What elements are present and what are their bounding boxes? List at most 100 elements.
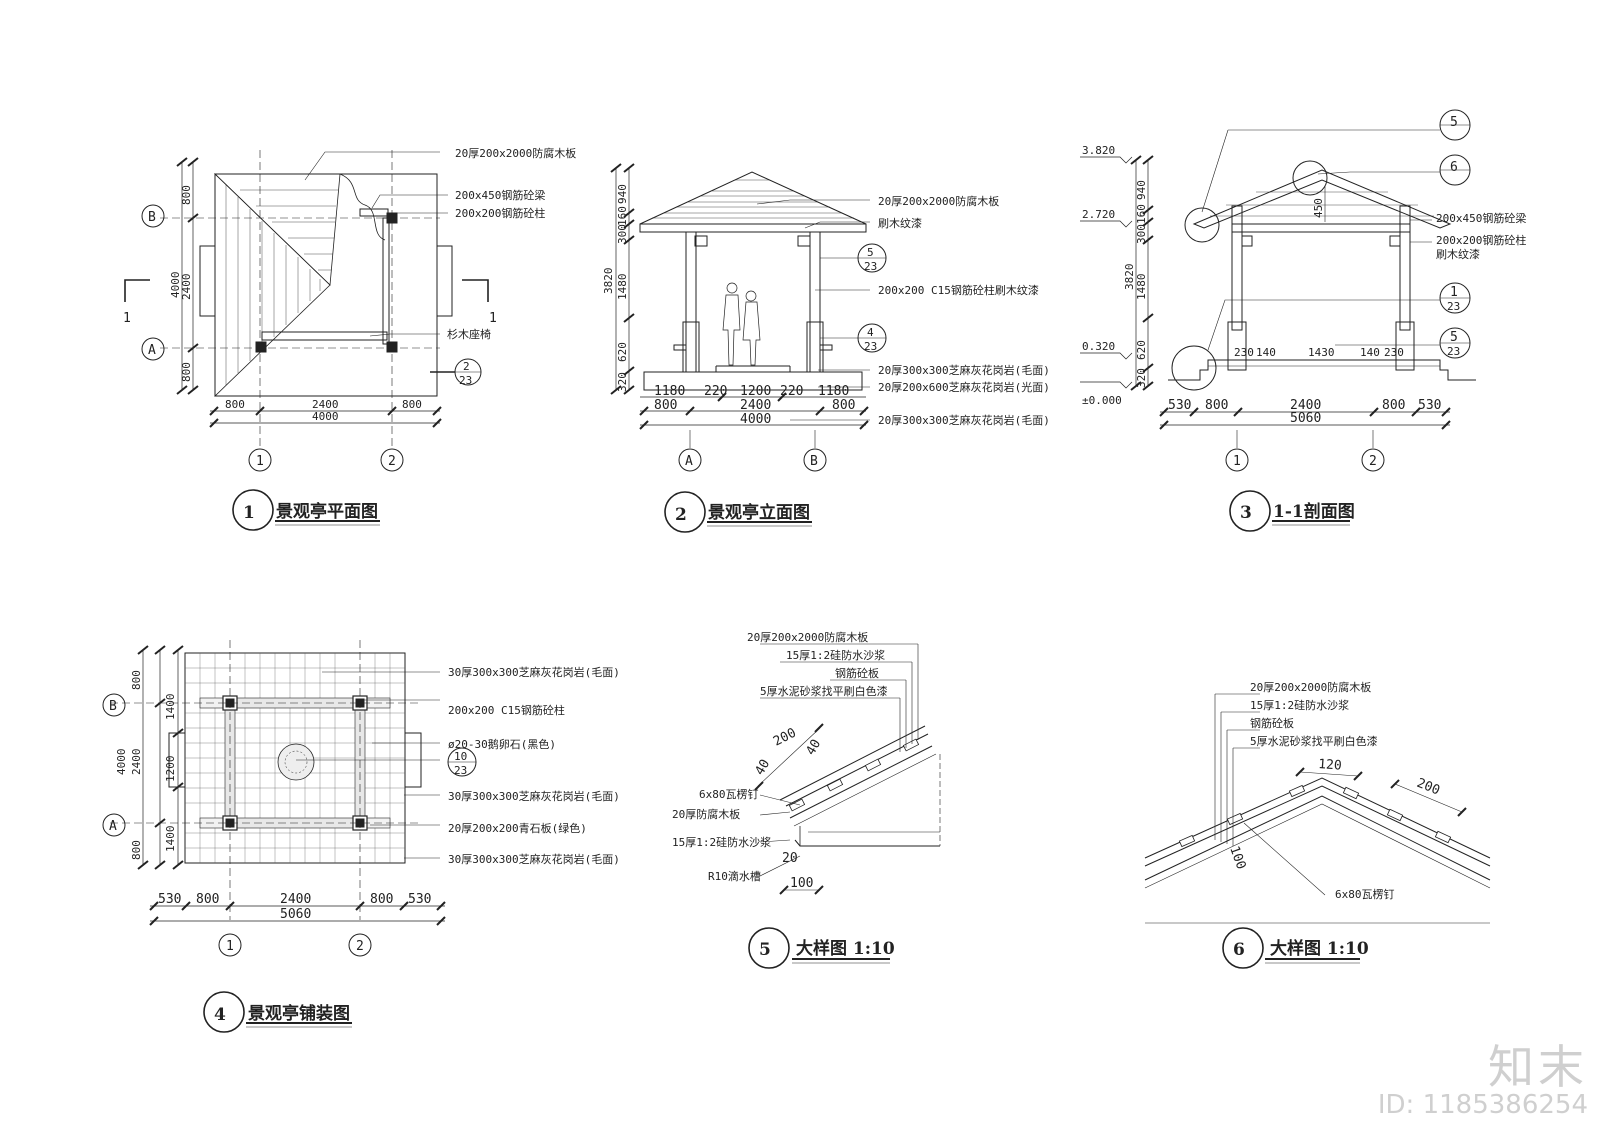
paving-view bbox=[102, 640, 477, 1033]
elev-dim-v3: 1480 bbox=[616, 274, 629, 301]
section-dim-h3: 800 bbox=[1382, 398, 1405, 413]
paving-axis-b: B bbox=[109, 699, 117, 714]
elevation-texts: 20厚200x2000防腐木板 刷木纹漆 200x200 C15钢筋砼柱刷木纹漆… bbox=[602, 184, 1050, 525]
detail6-label-2: 钢筋砼板 bbox=[1250, 716, 1294, 730]
section-dim-ht: 5060 bbox=[1290, 411, 1321, 426]
section-dim-h0: 530 bbox=[1168, 398, 1191, 413]
section-level-2: 0.320 bbox=[1082, 340, 1115, 353]
section-ref-2-sheet: 23 bbox=[1447, 300, 1460, 313]
detail5-dim-0: 200 bbox=[771, 726, 799, 750]
detail5-dim-1: 40 bbox=[752, 757, 773, 778]
elev-dim-v2: 300 bbox=[616, 224, 629, 244]
section-dim-v5: 320 bbox=[1135, 368, 1148, 388]
section-level-0: 3.820 bbox=[1082, 144, 1115, 157]
section-axis-1: 1 bbox=[1233, 454, 1241, 469]
detail6-label-0: 20厚200x2000防腐木板 bbox=[1250, 680, 1371, 694]
paving-dim-vi0: 1400 bbox=[164, 694, 177, 721]
elev-label-roof: 20厚200x2000防腐木板 bbox=[878, 194, 999, 208]
plan-texts: 20厚200x2000防腐木板 200x450钢筋砼梁 200x200钢筋砼柱 … bbox=[123, 146, 576, 523]
section-dim-450: 450 bbox=[1312, 198, 1325, 218]
plan-label-roof: 20厚200x2000防腐木板 bbox=[455, 146, 576, 160]
paving-dim-vt: 4000 bbox=[115, 749, 128, 776]
elevation-view bbox=[610, 163, 887, 533]
elev-label-paving1: 20厚300x300芝麻灰花岗岩(毛面) bbox=[878, 363, 1050, 377]
paving-dim-h4: 530 bbox=[408, 892, 431, 907]
paving-ref-num: 10 bbox=[454, 750, 467, 763]
elev-label-paving2: 20厚200x600芝麻灰花岗岩(光面) bbox=[878, 380, 1050, 394]
plan-cut-left: 1 bbox=[123, 311, 131, 326]
plan-ref-num: 2 bbox=[463, 360, 470, 373]
plan-title: 景观亭平面图 bbox=[276, 501, 378, 522]
section-dim-inner-4: 230 bbox=[1384, 346, 1404, 359]
plan-dim-h2: 2400 bbox=[312, 398, 339, 411]
section-ref-3-sheet: 23 bbox=[1447, 345, 1460, 358]
paving-label-0: 30厚300x300芝麻灰花岗岩(毛面) bbox=[448, 665, 620, 679]
detail6-dim-0: 120 bbox=[1318, 757, 1342, 774]
detail5-texts: 20厚200x2000防腐木板 15厚1:2硅防水沙浆 钢筋砼板 5厚水泥砂浆找… bbox=[672, 630, 895, 960]
elev-title: 景观亭立面图 bbox=[708, 502, 810, 523]
elev-axis-b: B bbox=[810, 454, 818, 469]
paving-label-3: 30厚300x300芝麻灰花岗岩(毛面) bbox=[448, 789, 620, 803]
plan-cut-right: 1 bbox=[489, 311, 497, 326]
detail5-left-1: 20厚防腐木板 bbox=[672, 807, 740, 821]
section-dim-inner-1: 140 bbox=[1256, 346, 1276, 359]
elev-dim-v0: 940 bbox=[616, 184, 629, 204]
plan-dim-v2: 2400 bbox=[180, 274, 193, 301]
section-label-column: 200x200钢筋砼柱 bbox=[1436, 233, 1526, 247]
detail5-dim-3: 20 bbox=[782, 851, 798, 866]
detail6-label-1: 15厚1:2硅防水沙浆 bbox=[1250, 698, 1349, 712]
elev-dim-v5: 320 bbox=[616, 372, 629, 392]
watermark: 知末 ID: 1185386254 bbox=[1378, 1044, 1588, 1121]
paving-dim-vo0: 800 bbox=[130, 670, 143, 690]
paving-label-2: ø20-30鹅卵石(黑色) bbox=[448, 737, 556, 751]
plan-dim-v1: 800 bbox=[180, 185, 193, 205]
plan-dim-ht: 4000 bbox=[312, 410, 339, 423]
section-level-1: 2.720 bbox=[1082, 208, 1115, 221]
elev-dim-h1-2: 1200 bbox=[740, 384, 771, 399]
elev-dim-h2-2: 800 bbox=[832, 398, 855, 413]
plan-dim-h3: 800 bbox=[402, 398, 422, 411]
detail5-view bbox=[748, 643, 941, 969]
section-level-3: ±0.000 bbox=[1082, 394, 1122, 407]
plan-axis-b: B bbox=[148, 210, 156, 225]
section-view bbox=[1080, 109, 1476, 532]
detail6-view bbox=[1144, 693, 1491, 969]
plan-label-column: 200x200钢筋砼柱 bbox=[455, 206, 545, 220]
elev-dim-ht: 4000 bbox=[740, 412, 771, 427]
paving-dim-h1: 800 bbox=[196, 892, 219, 907]
section-texts: 200x450钢筋砼梁 200x200钢筋砼柱 刷木纹漆 3.820 2.720… bbox=[1082, 115, 1526, 523]
elev-label-paint: 刷木纹漆 bbox=[878, 216, 922, 230]
detail6-nail-label: 6x80瓦楞钉 bbox=[1335, 887, 1395, 901]
detail6-label-3: 5厚水泥砂浆找平刷白色漆 bbox=[1250, 734, 1378, 748]
section-dim-v1: 160 bbox=[1135, 204, 1148, 224]
paving-title: 景观亭铺装图 bbox=[248, 1003, 350, 1024]
section-dim-h4: 530 bbox=[1418, 398, 1441, 413]
section-ref-1: 6 bbox=[1450, 160, 1458, 175]
detail5-title-num: 5 bbox=[759, 940, 771, 960]
section-label-beam: 200x450钢筋砼梁 bbox=[1436, 211, 1526, 225]
section-ref-2: 1 bbox=[1450, 285, 1458, 300]
detail5-left-0: 6x80瓦楞钉 bbox=[699, 787, 759, 801]
paving-axis-2: 2 bbox=[356, 939, 364, 954]
section-dim-v2: 300 bbox=[1135, 224, 1148, 244]
plan-view bbox=[124, 150, 489, 531]
plan-axis-1: 1 bbox=[256, 454, 264, 469]
elev-ref5-num: 5 bbox=[867, 246, 874, 259]
elev-dim-h1-4: 1180 bbox=[818, 384, 849, 399]
section-title-num: 3 bbox=[1240, 503, 1252, 523]
detail6-title: 大样图 1:10 bbox=[1270, 938, 1369, 959]
detail5-left-2: 15厚1:2硅防水沙浆 bbox=[672, 835, 771, 849]
paving-title-num: 4 bbox=[214, 1005, 226, 1025]
plan-dim-vt: 4000 bbox=[169, 272, 182, 299]
section-axis-2: 2 bbox=[1369, 454, 1377, 469]
detail5-label-0: 20厚200x2000防腐木板 bbox=[747, 630, 868, 644]
paving-label-4: 20厚200x200青石板(绿色) bbox=[448, 821, 587, 835]
paving-dim-ht: 5060 bbox=[280, 907, 311, 922]
section-dim-v0: 940 bbox=[1135, 180, 1148, 200]
elev-dim-vt: 3820 bbox=[602, 268, 615, 295]
section-dim-h2: 2400 bbox=[1290, 398, 1321, 413]
paving-dim-vo2: 800 bbox=[130, 840, 143, 860]
plan-ref-sheet: 23 bbox=[459, 374, 472, 387]
detail6-texts: 20厚200x2000防腐木板 15厚1:2硅防水沙浆 钢筋砼板 5厚水泥砂浆找… bbox=[1226, 680, 1442, 960]
